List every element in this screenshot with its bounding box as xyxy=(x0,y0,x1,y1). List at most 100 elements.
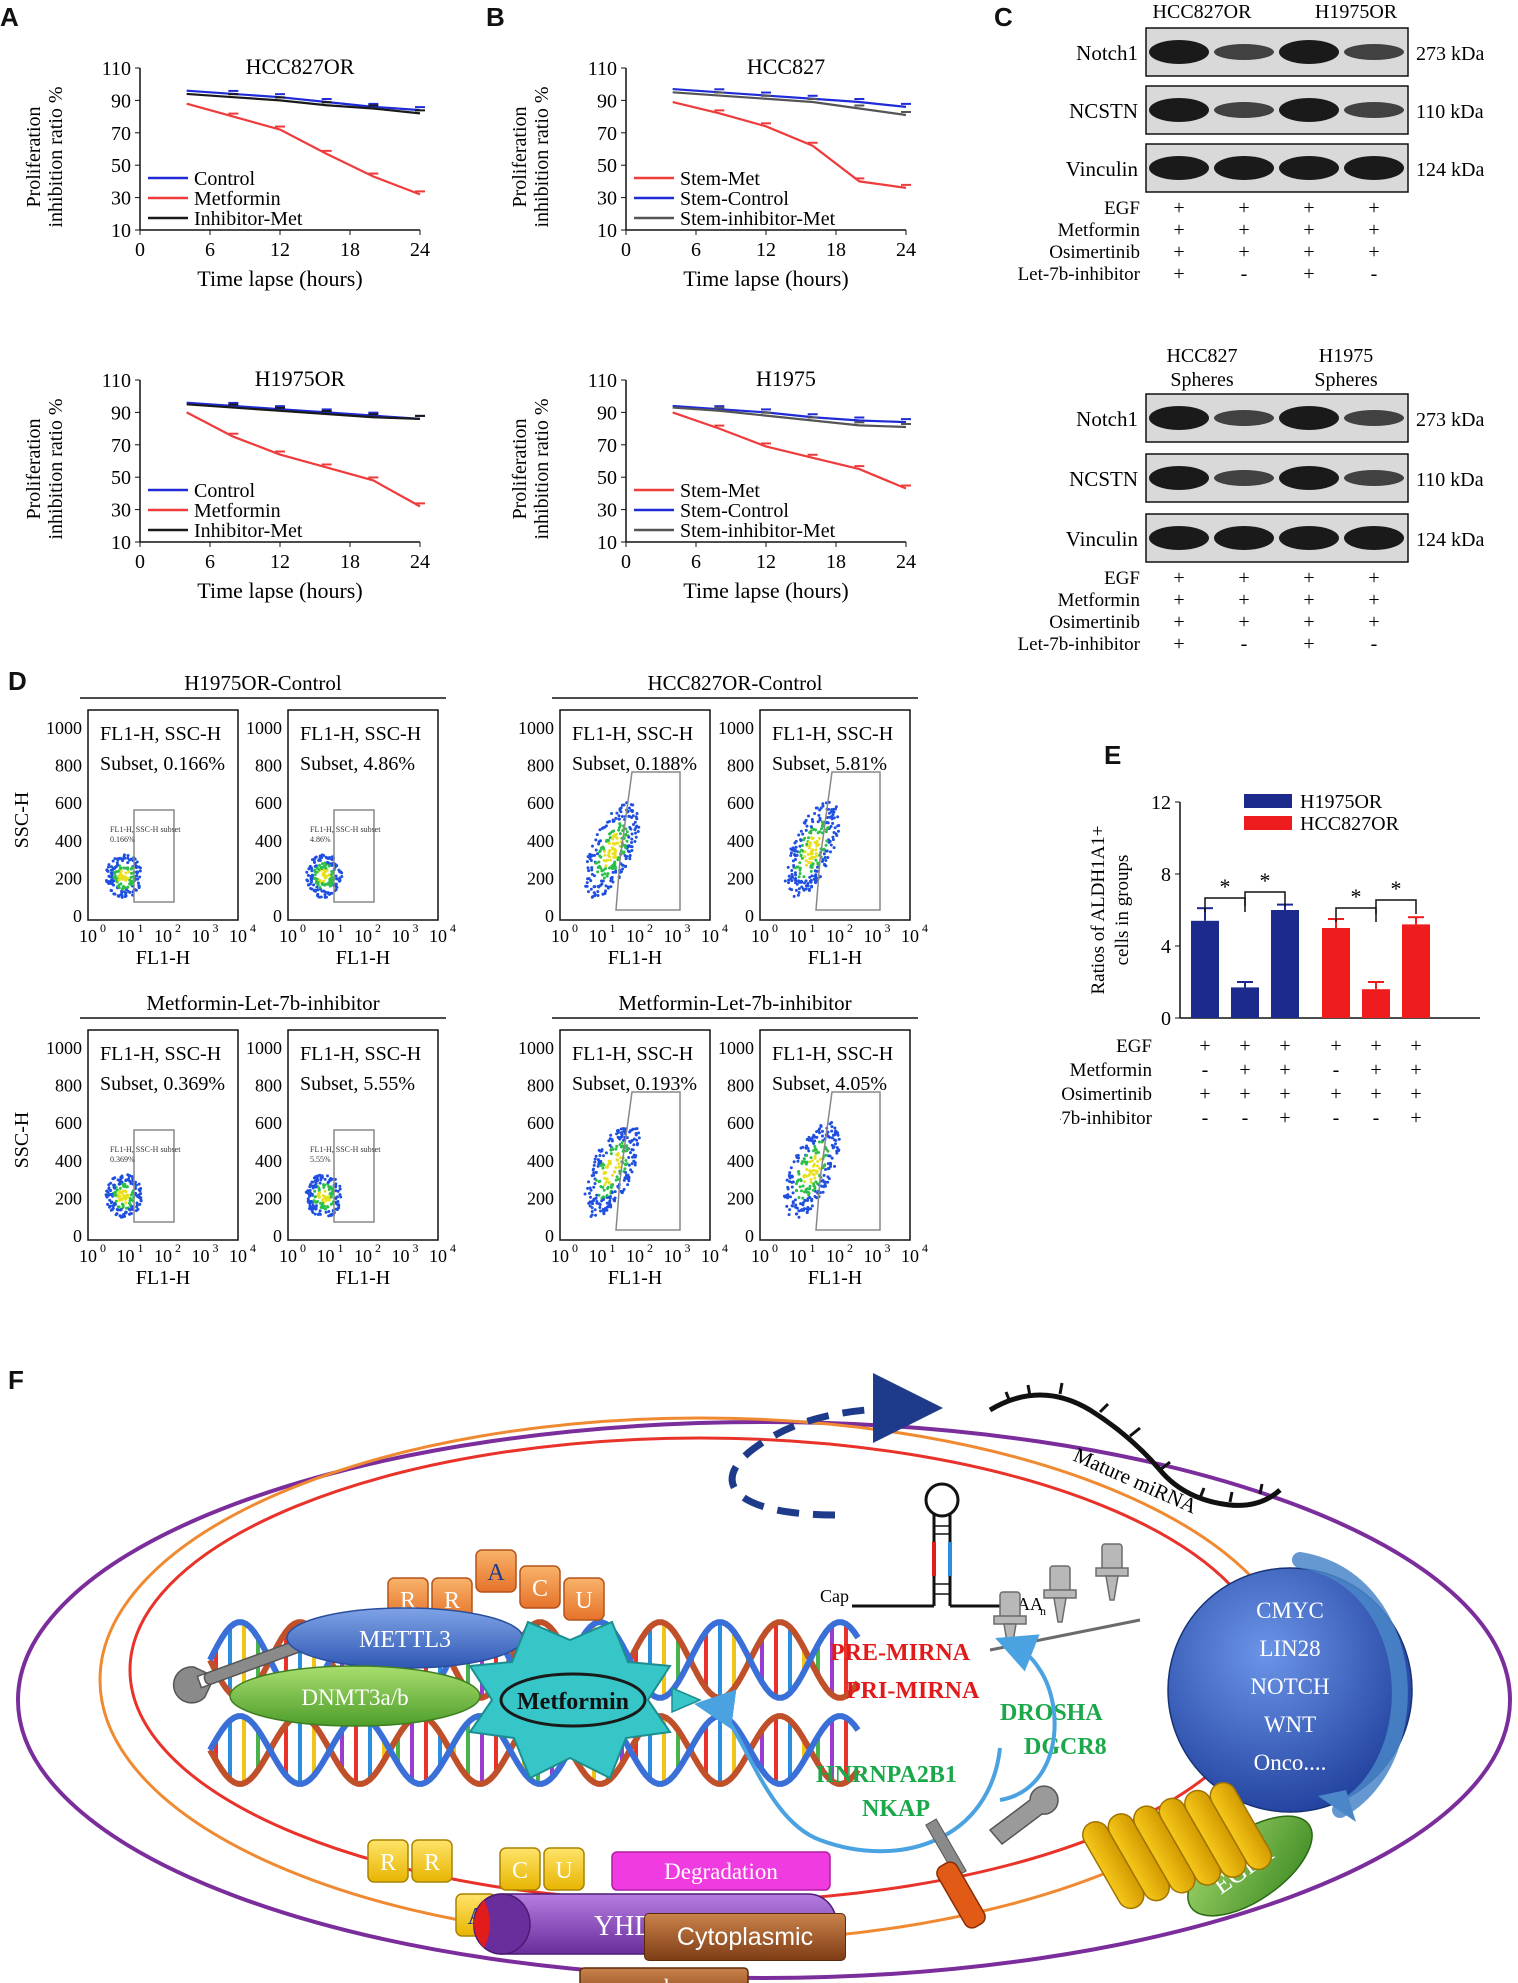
flow-event xyxy=(112,1193,116,1197)
flow-event xyxy=(797,875,801,879)
flow-event xyxy=(627,1156,631,1160)
flow-event xyxy=(614,1166,618,1170)
flow-event xyxy=(622,1178,626,1182)
flow-event xyxy=(335,877,339,881)
flow-event xyxy=(626,1183,630,1187)
flow-event xyxy=(594,1178,598,1182)
flow-x-tick: 10 xyxy=(229,1246,247,1266)
flow-event xyxy=(806,814,810,818)
series-line xyxy=(186,92,421,115)
flow-event xyxy=(599,846,603,850)
bar xyxy=(1231,987,1259,1018)
flow-event xyxy=(796,893,800,897)
flow-event xyxy=(830,1125,834,1129)
flow-x-tick: 10 xyxy=(354,1246,372,1266)
flow-event xyxy=(789,847,793,851)
flow-event xyxy=(336,1200,340,1204)
flow-x-tick: 10 xyxy=(751,1246,769,1266)
flow-event xyxy=(128,878,132,882)
flow-gate-percent: 0.166% xyxy=(110,835,135,844)
flow-event xyxy=(117,1205,121,1209)
flow-event xyxy=(819,806,823,810)
condition-label: Osimertinib xyxy=(1049,242,1140,263)
flow-event xyxy=(794,873,798,877)
flow-event xyxy=(614,1178,618,1182)
flow-event xyxy=(806,1198,810,1202)
flow-x-tick-exponent: 0 xyxy=(300,921,306,935)
flow-event xyxy=(805,863,809,867)
flow-event xyxy=(830,1156,834,1160)
flow-event xyxy=(622,1138,626,1142)
flow-y-tick: 800 xyxy=(55,1076,82,1096)
flow-event xyxy=(315,877,319,881)
flow-event xyxy=(799,1202,803,1206)
flow-event xyxy=(599,1209,603,1213)
flow-event xyxy=(806,881,810,885)
flow-event xyxy=(313,1189,317,1193)
flow-event xyxy=(130,1175,134,1179)
flow-event xyxy=(121,859,125,863)
flow-event xyxy=(634,835,638,839)
flow-event xyxy=(590,866,594,870)
flow-x-tick-exponent: 4 xyxy=(450,1241,456,1255)
flow-x-tick: 10 xyxy=(551,926,569,946)
flow-y-tick: 1000 xyxy=(518,718,554,738)
svg-text:R: R xyxy=(424,1850,440,1876)
flow-event xyxy=(617,1162,621,1166)
flow-event xyxy=(795,865,799,869)
flow-event xyxy=(823,1184,827,1188)
flow-event xyxy=(628,1130,632,1134)
flow-event xyxy=(600,1199,604,1203)
flow-event xyxy=(310,880,314,884)
flow-gate-percent: 4.86% xyxy=(310,835,331,844)
flow-event xyxy=(791,1180,795,1184)
flow-event xyxy=(117,885,121,889)
flow-y-tick: 800 xyxy=(527,756,554,776)
flow-event xyxy=(805,1153,809,1157)
flow-event xyxy=(602,1188,606,1192)
flow-event xyxy=(799,839,803,843)
flow-event xyxy=(627,1175,631,1179)
condition-label: Let-7b-inhibitor xyxy=(1018,264,1141,285)
y-tick-label: 90 xyxy=(597,402,617,424)
flow-event xyxy=(312,1199,316,1203)
y-tick-label: 30 xyxy=(111,500,131,522)
flow-event xyxy=(611,870,615,874)
flow-event xyxy=(627,1163,631,1167)
flow-event xyxy=(808,843,812,847)
flow-event xyxy=(321,1202,325,1206)
condition-mark: - xyxy=(1373,1107,1380,1129)
flow-event xyxy=(324,855,328,859)
flow-event xyxy=(314,1200,318,1204)
flow-event xyxy=(321,873,325,877)
flow-event xyxy=(594,1213,598,1217)
y-tick-label: 110 xyxy=(102,58,131,80)
flow-event xyxy=(799,1208,803,1212)
legend-label: Stem-inhibitor-Met xyxy=(680,520,836,542)
flow-event xyxy=(808,1187,812,1191)
flow-event xyxy=(592,1173,596,1177)
flow-event xyxy=(816,820,820,824)
flow-y-tick: 400 xyxy=(55,1151,82,1171)
flow-event xyxy=(833,1138,837,1142)
condition-mark: + xyxy=(1330,1035,1341,1057)
flow-event xyxy=(124,1210,128,1214)
y-tick-label: 70 xyxy=(111,123,131,145)
condition-mark: + xyxy=(1199,1035,1210,1057)
flow-event xyxy=(608,836,612,840)
svg-text:U: U xyxy=(575,1588,592,1614)
flow-event xyxy=(592,1171,596,1175)
legend-label: Stem-Met xyxy=(680,480,760,502)
flow-event xyxy=(804,1162,808,1166)
flow-x-tick: 10 xyxy=(589,926,607,946)
flow-event xyxy=(593,853,597,857)
svg-text:Onco....: Onco.... xyxy=(1254,1750,1327,1775)
flow-event xyxy=(594,1196,598,1200)
flow-event xyxy=(832,810,836,814)
condition-mark: + xyxy=(1279,1035,1290,1057)
